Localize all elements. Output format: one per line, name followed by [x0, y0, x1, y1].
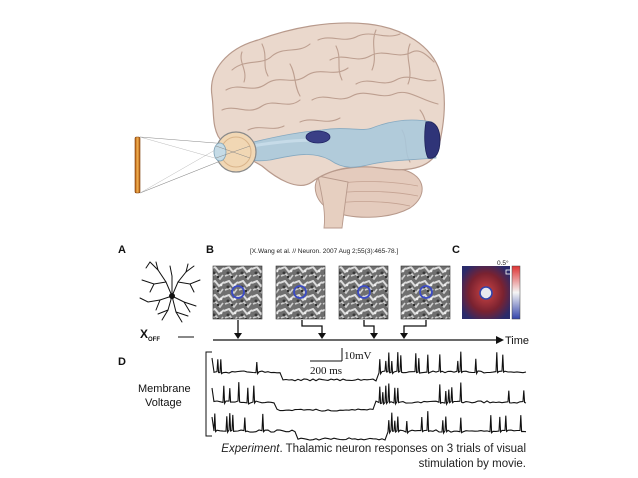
rf-scale-label: 0.5°: [497, 259, 509, 267]
projection-line: [139, 136, 229, 145]
cell-type-main: X: [140, 327, 148, 341]
cell-type-subscript: OFF: [148, 337, 160, 343]
movie-frame: [275, 265, 326, 320]
neuron-morphology: [139, 261, 201, 323]
trace-label-line1: Membrane: [138, 383, 191, 395]
lgn-nucleus: [305, 130, 331, 144]
trace-bracket: [205, 351, 212, 437]
membrane-trace: [211, 382, 527, 412]
frame-arrows: [237, 320, 427, 334]
movie-frame: [212, 265, 263, 320]
panel-label-c: C: [452, 244, 460, 256]
caption-lead: Experiment: [221, 443, 280, 455]
caption-text: . Thalamic neuron responses on 3 trials …: [279, 443, 526, 470]
receptive-field-colorbar: [511, 265, 521, 320]
eye: [213, 131, 257, 173]
movie-frame: [338, 265, 389, 320]
time-axis-arrowhead: [496, 336, 504, 344]
citation-text: [X.Wang et al. // Neuron. 2007 Aug 2;55(…: [250, 248, 398, 255]
membrane-trace: [211, 351, 527, 382]
panel-label-d: D: [118, 356, 126, 368]
brain-illustration: [134, 22, 446, 229]
time-axis-label: Time: [505, 335, 529, 347]
brain-folds: [221, 29, 439, 163]
receptive-field-map: [462, 266, 512, 319]
voltage-scale-label: 10mV: [344, 350, 372, 362]
brain-stem: [317, 175, 349, 229]
panel-label-b: B: [206, 244, 214, 256]
movie-frame: [400, 265, 451, 320]
panel-label-a: A: [118, 244, 126, 256]
membrane-trace: [211, 411, 527, 441]
voltage-scale-bar: [310, 348, 343, 362]
visual-cortex-v1: [424, 121, 441, 159]
visual-pathway: [237, 119, 437, 168]
figure-caption: Experiment. Thalamic neuron responses on…: [196, 442, 526, 472]
cell-type-label: XOFF: [140, 327, 160, 343]
projection-line: [139, 157, 229, 194]
time-scale-label: 200 ms: [310, 365, 342, 377]
movie-frames: [212, 265, 451, 320]
stimulus-bar: [134, 136, 141, 194]
trace-label-line2: Voltage: [145, 397, 182, 409]
